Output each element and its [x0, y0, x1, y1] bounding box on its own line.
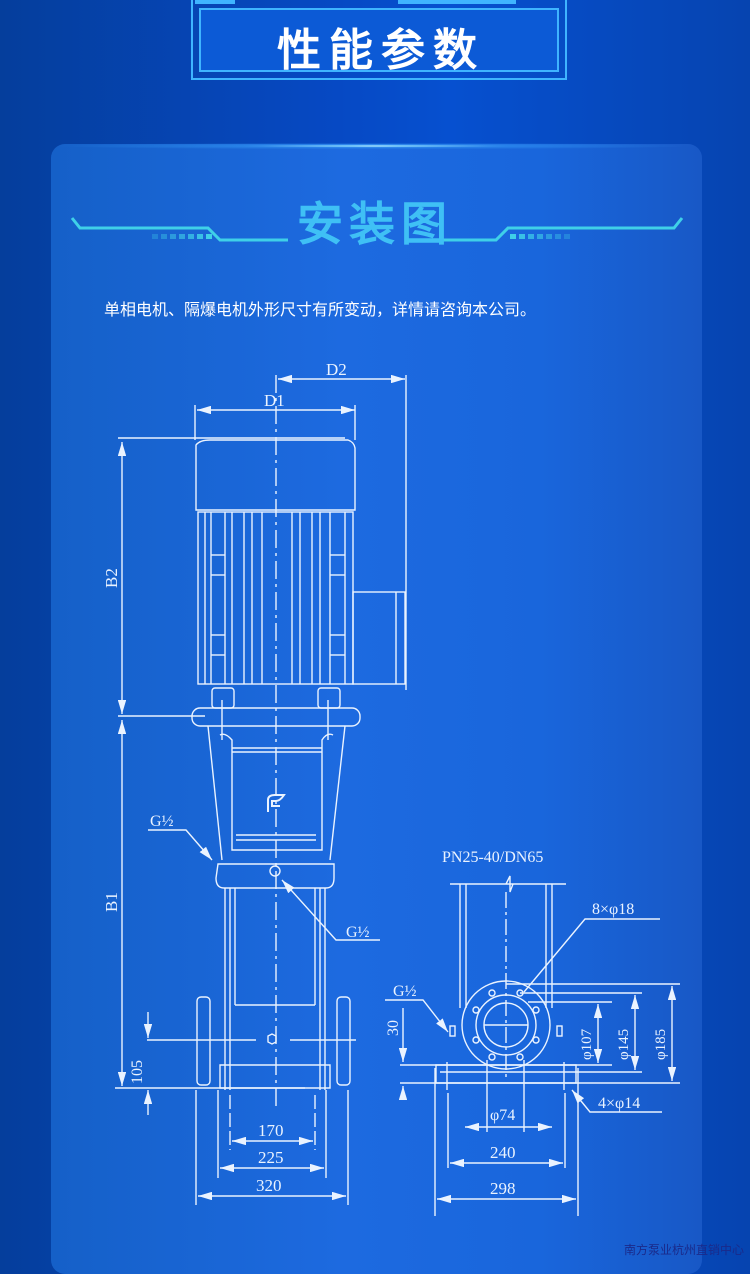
label-105: 105	[129, 1060, 146, 1084]
installation-note: 单相电机、隔爆电机外形尺寸有所变动，详情请咨询本公司。	[104, 300, 537, 319]
motor-fan-cover	[195, 439, 356, 511]
label-320: 320	[256, 1176, 282, 1195]
header-frame-outer	[191, 0, 567, 80]
bolt-holes	[472, 989, 540, 1061]
label-b2: B2	[102, 568, 121, 588]
header-accent-right	[398, 0, 516, 4]
light-flare	[0, 142, 750, 150]
flange-ring	[475, 994, 537, 1056]
label-d1: D1	[264, 391, 285, 410]
pump-head	[215, 863, 335, 889]
label-dia-185: φ185	[653, 1029, 669, 1060]
label-flange-spec: PN25-40/DN65	[442, 849, 543, 866]
section-title: 安装图	[297, 197, 453, 251]
pump-bracket	[207, 725, 346, 861]
label-dia-145: φ145	[616, 1029, 632, 1060]
right-dash-bars	[510, 234, 570, 239]
page-title: 性能参数	[277, 25, 485, 76]
terminal-box	[352, 591, 406, 685]
label-g-left: G½	[150, 813, 174, 830]
label-bolt-holes: 8×φ18	[592, 901, 634, 918]
label-base-holes: 4×φ14	[598, 1095, 640, 1112]
label-240: 240	[490, 1143, 516, 1162]
content-panel	[51, 144, 702, 1274]
footer-credit: 南方泵业杭州直销中心	[623, 1243, 744, 1257]
section-title-decoration-right	[420, 217, 684, 242]
label-g-side: G½	[393, 983, 417, 1000]
motor-flange	[191, 707, 361, 727]
header-banner: 性能参数	[191, 0, 571, 84]
label-dia-74: φ74	[490, 1107, 515, 1124]
side-base	[435, 1064, 577, 1084]
header-frame-inner	[199, 8, 559, 72]
inlet-flange	[196, 996, 211, 1086]
label-g-right: G½	[346, 924, 370, 941]
label-b1: B1	[102, 892, 121, 912]
flange-outer	[461, 980, 551, 1070]
left-dash-bars	[152, 234, 212, 239]
pump-base	[219, 1064, 331, 1089]
pump-column	[224, 888, 326, 1090]
label-dia-107: φ107	[579, 1028, 595, 1060]
front-view: D2 D1 B2 B1 G½ G½ 105 170 225 320	[102, 360, 407, 1205]
label-225: 225	[258, 1148, 284, 1167]
label-170: 170	[258, 1121, 284, 1140]
brand-logo-icon	[267, 794, 286, 812]
outlet-flange	[336, 996, 351, 1086]
label-d2: D2	[326, 360, 347, 379]
header-accent-left	[195, 0, 235, 4]
side-view: PN25-40/DN65 8×φ18 G½ 30 φ107 φ145 φ185 …	[385, 849, 680, 1216]
section-title-decoration-left	[70, 217, 288, 242]
drain-plug	[267, 1033, 277, 1045]
label-30: 30	[385, 1020, 402, 1036]
motor-fins	[204, 512, 346, 684]
label-298: 298	[490, 1179, 516, 1198]
